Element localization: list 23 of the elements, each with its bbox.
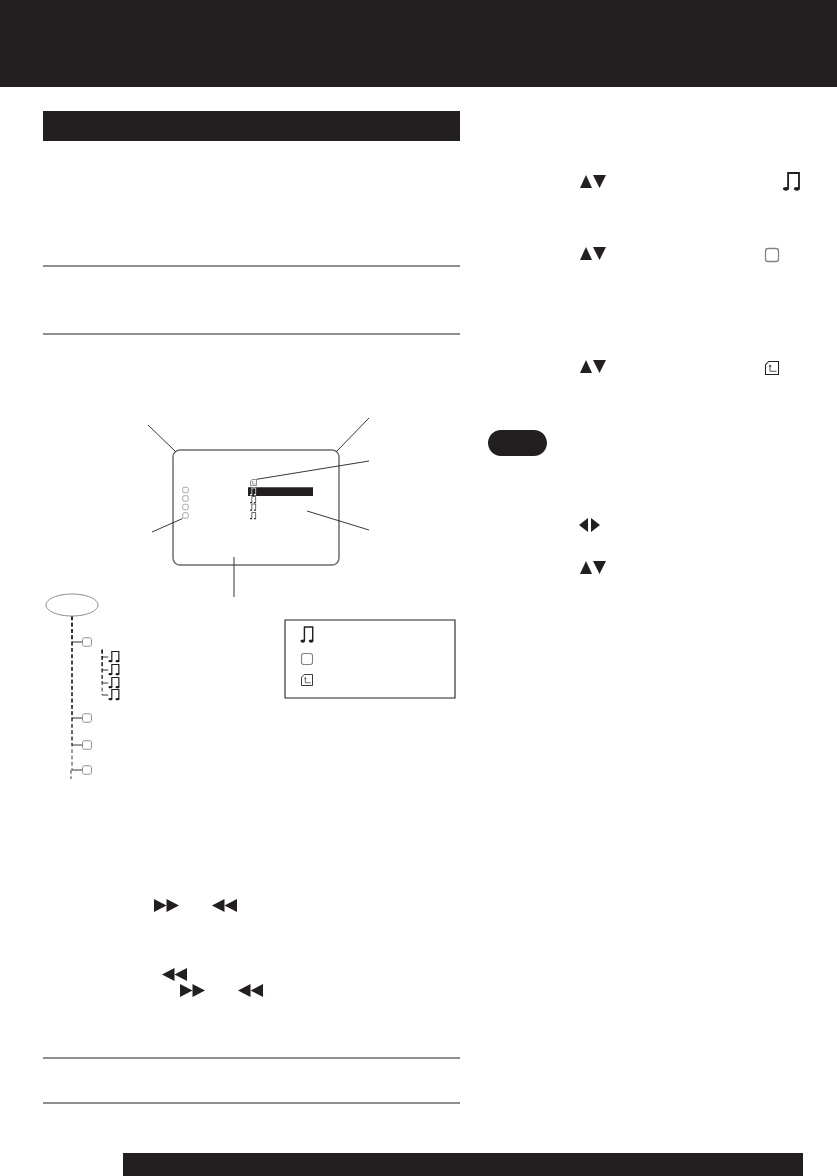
folder-icon — [182, 486, 189, 494]
music-note-icon — [108, 650, 120, 663]
folder-icon — [182, 512, 189, 519]
folder-icon — [82, 765, 92, 775]
leader-line — [151, 518, 183, 533]
music-note-icon — [108, 688, 120, 701]
music-note-icon — [108, 676, 120, 689]
music-note-icon — [108, 663, 120, 676]
root-oval — [45, 593, 99, 617]
folder-icon — [82, 713, 92, 723]
leader-line — [233, 556, 235, 598]
leader-line — [335, 417, 370, 453]
folder-icon — [182, 503, 189, 511]
leader-line — [256, 460, 370, 480]
folder-icon — [82, 740, 92, 750]
folder-icon — [82, 637, 92, 647]
leader-line — [147, 424, 177, 453]
tree-line — [71, 615, 83, 771]
section-heading-bar — [43, 111, 460, 141]
tree-line — [101, 649, 109, 696]
screen-frame — [172, 449, 340, 566]
folder-icon — [182, 495, 189, 502]
folder-up-icon — [250, 479, 257, 486]
